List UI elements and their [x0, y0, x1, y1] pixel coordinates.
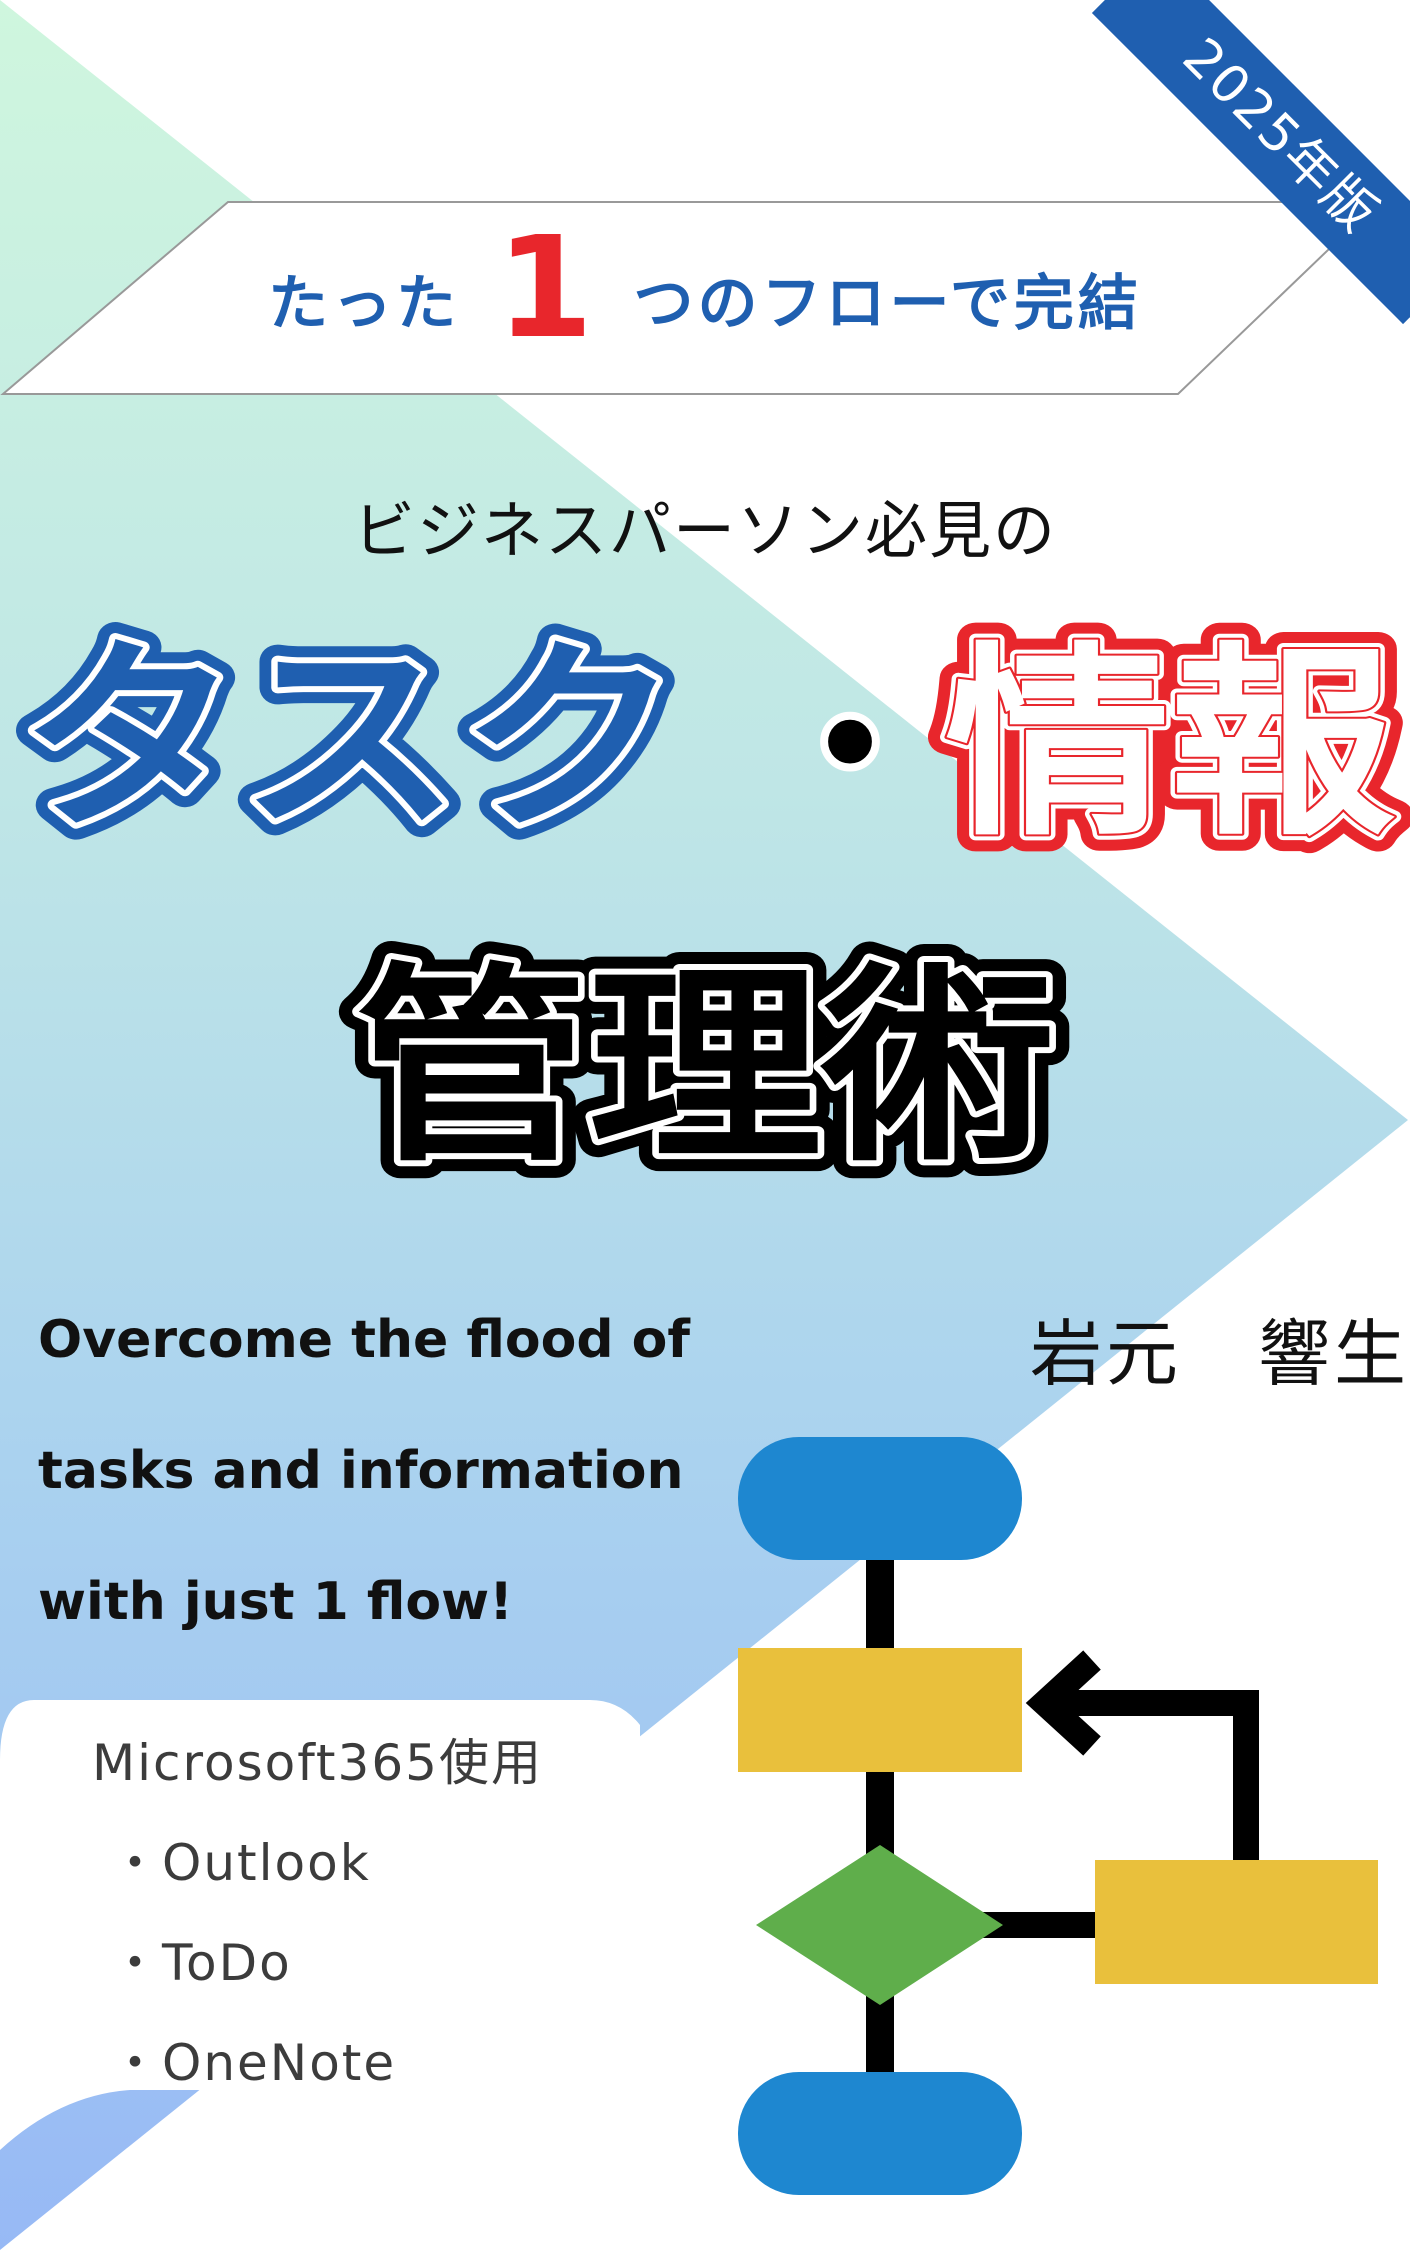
flowchart-illustration	[738, 1437, 1378, 2195]
tagline-number: 1	[496, 206, 598, 370]
title-info-inner: 情報	[945, 626, 1395, 864]
main-title: タスク タスク ・ 情報 情報 情報 管理術 管理術	[3, 604, 1410, 1200]
title-tasks: タスク	[20, 621, 680, 859]
tagline-banner	[0, 201, 1381, 395]
flow-side-node	[1095, 1860, 1378, 1984]
tagline-prefix: たった	[268, 268, 461, 339]
english-line-1: Overcome the flood of	[38, 1310, 691, 1370]
english-line-3: with just 1 flow!	[38, 1572, 513, 1632]
title-tasks-outline: タスク	[20, 621, 680, 859]
subtitle: ビジネスパーソン必見の	[352, 494, 1057, 567]
flow-start-node	[738, 1437, 1022, 1560]
english-line-2: tasks and information	[38, 1441, 684, 1501]
flow-end-node	[738, 2072, 1022, 2195]
software-item-onenote: ・OneNote	[110, 2034, 397, 2092]
title-management-outline: 管理術	[355, 945, 1055, 1190]
software-item-todo: ・ToDo	[110, 1934, 292, 1992]
title-management: 管理術	[355, 945, 1055, 1190]
tagline: たった 1 つのフローで完結	[0, 198, 1410, 398]
english-tagline: Overcome the flood of tasks and informat…	[38, 1300, 758, 1693]
software-heading: Microsoft365使用	[92, 1734, 543, 1792]
tagline-suffix: つのフローで完結	[633, 268, 1142, 339]
title-info-edge: 情報	[945, 626, 1395, 864]
title-separator: ・	[760, 644, 940, 853]
flow-process-node	[738, 1648, 1022, 1772]
software-item-outlook: ・Outlook	[110, 1834, 371, 1892]
author-name: 岩元 響生	[1030, 1312, 1410, 1396]
title-info: 情報	[945, 626, 1395, 864]
software-list: Microsoft365使用 ・Outlook ・ToDo ・OneNote	[92, 1728, 652, 2128]
flow-decision-node	[756, 1845, 1003, 2005]
